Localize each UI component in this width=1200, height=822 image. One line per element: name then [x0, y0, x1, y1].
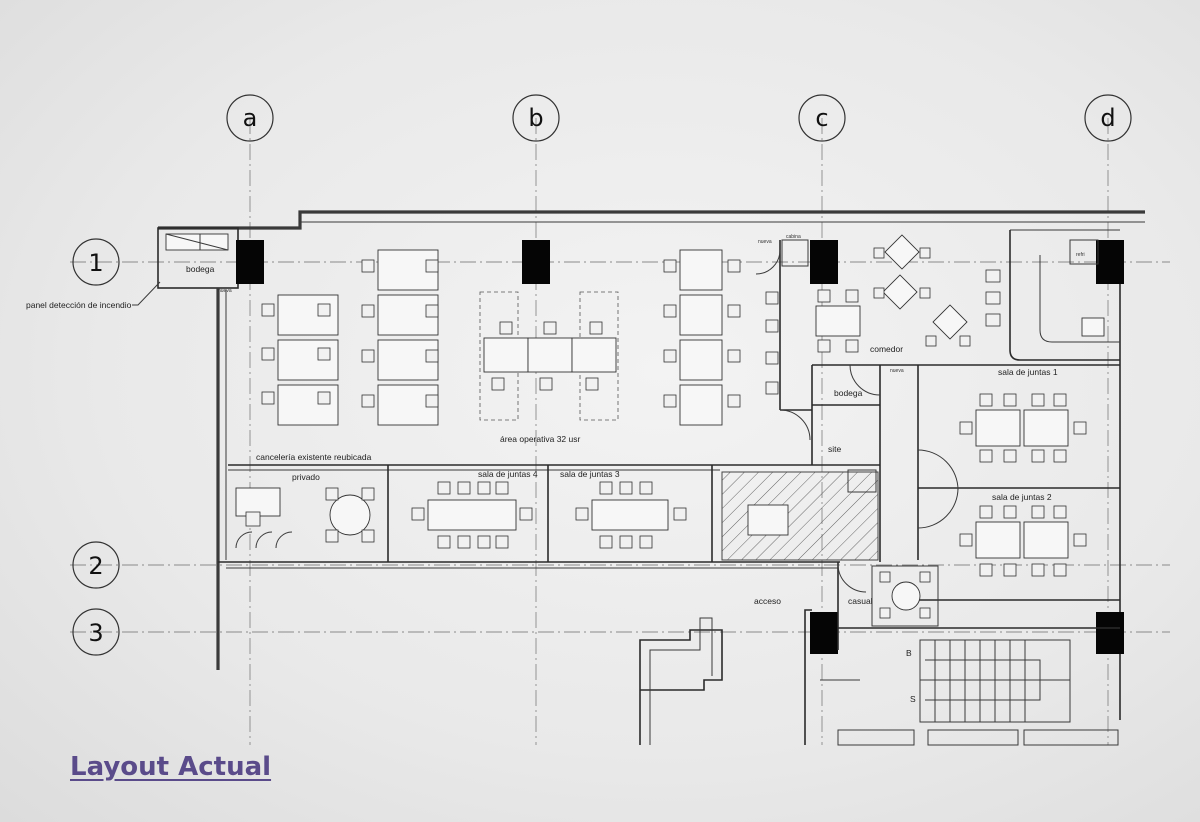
axis-label-c: c: [815, 104, 828, 132]
label-sala-juntas-3: sala de juntas 3: [560, 469, 620, 479]
label-comedor: comedor: [870, 344, 903, 354]
axis-label-2: 2: [88, 552, 103, 580]
plan-caption: Layout Actual: [70, 752, 272, 782]
privado-room: [235, 487, 375, 549]
label-cabina: cabina: [786, 234, 801, 240]
hatched-area: [721, 471, 879, 561]
axis-label-1: 1: [88, 249, 103, 277]
workstations-group-3: [479, 291, 619, 421]
label-canceleria: cancelería existente reubicada: [256, 452, 372, 462]
stairs: [919, 639, 1071, 723]
axis-label-3: 3: [88, 619, 103, 647]
sink: [1081, 317, 1105, 337]
label-privado: privado: [292, 472, 320, 482]
label-sala-juntas-4: sala de juntas 4: [478, 469, 538, 479]
label-nueva-3: nueva: [890, 368, 904, 374]
refri-box: [1069, 239, 1099, 265]
label-site: site: [828, 444, 842, 454]
axis-label-d: d: [1100, 104, 1115, 132]
casual-area: [871, 565, 939, 627]
label-bodega-2: bodega: [834, 388, 863, 398]
label-panel-deteccion: panel detección de incendio: [26, 300, 132, 310]
sala-juntas-4-room: [411, 481, 533, 549]
label-stair-b: B: [906, 648, 912, 658]
structural-columns: [236, 240, 1124, 654]
cabina-booth: [781, 239, 809, 267]
bodega-top-room: [165, 233, 229, 251]
workstations-group-1: [261, 294, 339, 426]
axis-label-a: a: [243, 104, 258, 132]
workstations-group-2: [361, 249, 439, 426]
label-nueva-2: nueva: [218, 288, 232, 294]
label-stair-s: S: [910, 694, 916, 704]
axis-bubbles: [72, 94, 1132, 656]
workstations-group-4: [663, 249, 779, 426]
label-refri: refri: [1076, 252, 1085, 258]
lower-structure: [639, 609, 1119, 746]
label-sala-juntas-2: sala de juntas 2: [992, 492, 1052, 502]
comedor-room: [815, 234, 1001, 353]
sala-juntas-2-room: [959, 505, 1087, 577]
label-casual: casual: [848, 596, 873, 606]
doors: [755, 249, 959, 593]
sala-juntas-3-room: [575, 481, 687, 549]
hatched-area-desk: [747, 504, 789, 536]
outer-walls: [157, 210, 1145, 720]
label-bodega-top: bodega: [186, 264, 215, 274]
axis-label-b: b: [528, 104, 543, 132]
sala-juntas-1-room: [959, 393, 1087, 463]
label-acceso: acceso: [754, 596, 781, 606]
label-sala-juntas-1: sala de juntas 1: [998, 367, 1058, 377]
site-rack: [847, 469, 877, 493]
label-nueva-1: nueva: [758, 239, 772, 245]
label-area-operativa: área operativa 32 usr: [500, 434, 580, 444]
